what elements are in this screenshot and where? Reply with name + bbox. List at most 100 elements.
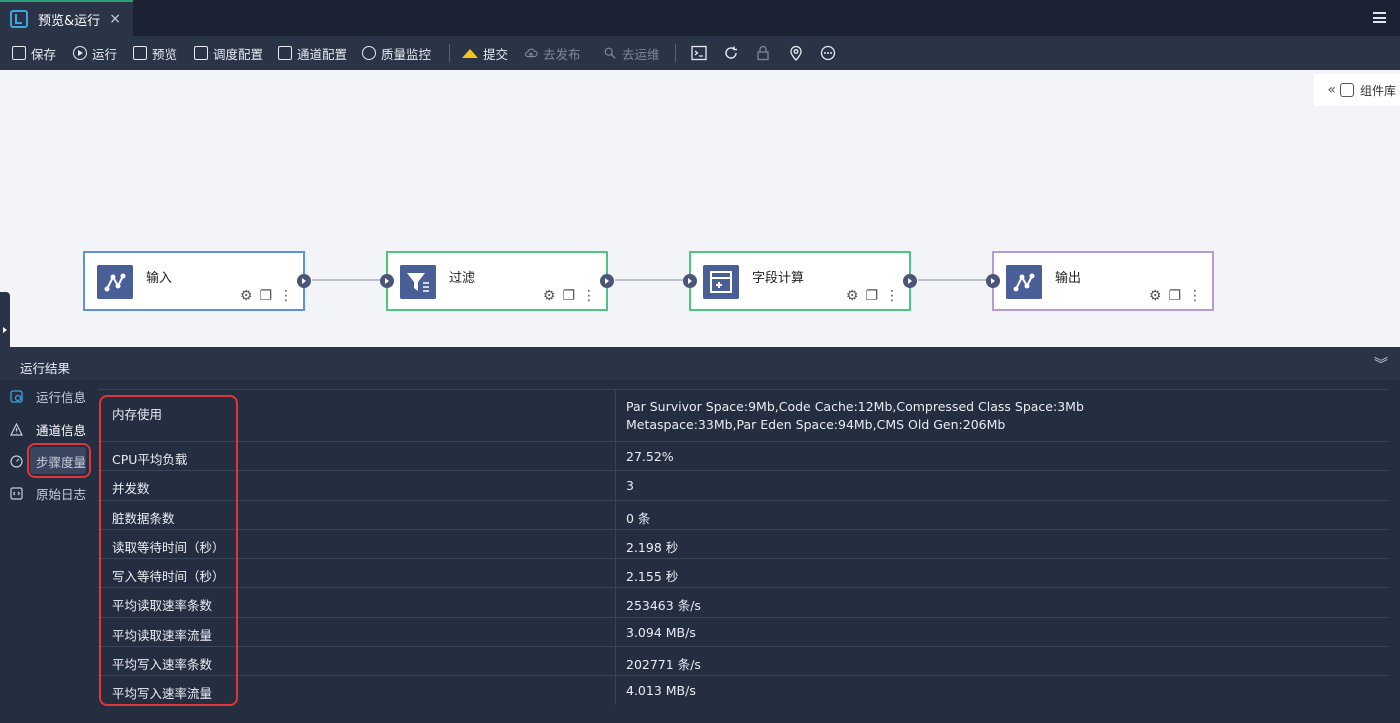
copy-icon[interactable]: ❐ <box>1168 288 1181 304</box>
run-button[interactable]: 运行 <box>73 36 117 70</box>
table-row: 平均写入速率条数 202771 条/s <box>98 646 1389 676</box>
node-tools: ⚙ ❐ ⋮ <box>1149 288 1202 304</box>
kebab-menu-icon[interactable]: ⋮ <box>279 288 293 304</box>
row-value: 27.52% <box>626 449 674 464</box>
quality-monitor-button[interactable]: 质量监控 <box>362 36 431 70</box>
nav-label: 运行信息 <box>36 389 87 405</box>
nav-label: 步骤度量 <box>36 454 87 470</box>
schedule-config-button[interactable]: 调度配置 <box>194 36 263 70</box>
refresh-icon[interactable] <box>723 45 739 61</box>
run-result-panel: 运行结果 ︾ 运行信息 通道信息 步骤度量 原始日志 内存使用 Par Surv… <box>0 347 1400 723</box>
column-divider <box>615 500 616 529</box>
node-label: 字段计算 <box>752 271 805 286</box>
edge-input-filter <box>312 279 384 281</box>
output-port[interactable] <box>297 274 311 288</box>
kebab-menu-icon[interactable]: ⋮ <box>885 288 899 304</box>
ops-button[interactable]: 去运维 <box>603 36 660 70</box>
copy-icon[interactable]: ❐ <box>259 288 272 304</box>
gear-icon[interactable]: ⚙ <box>845 288 859 304</box>
row-key: 平均写入速率条数 <box>112 657 213 673</box>
nav-channel-info[interactable]: 通道信息 <box>0 413 90 445</box>
input-port[interactable] <box>380 274 394 288</box>
copy-icon[interactable]: ❐ <box>562 288 575 304</box>
row-key: 脏数据条数 <box>112 510 175 526</box>
row-value-line: Par Survivor Space:9Mb,Code Cache:12Mb,C… <box>626 399 1084 414</box>
nav-step-metrics[interactable]: 步骤度量 <box>0 445 90 477</box>
gear-icon[interactable]: ⚙ <box>1148 288 1162 304</box>
gear-icon[interactable]: ⚙ <box>542 288 556 304</box>
row-value: 2.198 秒 <box>626 539 679 555</box>
submit-button[interactable]: 提交 <box>462 36 508 70</box>
run-info-icon <box>10 389 23 403</box>
active-nav-bg <box>30 447 86 474</box>
save-icon <box>12 46 26 60</box>
play-icon <box>73 46 87 60</box>
terminal-icon[interactable] <box>691 45 707 61</box>
input-node-icon <box>97 265 133 299</box>
table-row: 读取等待时间（秒） 2.198 秒 <box>98 528 1389 559</box>
gauge-icon <box>10 454 23 468</box>
row-value: 202771 条/s <box>626 657 701 673</box>
preview-button[interactable]: 预览 <box>133 36 177 70</box>
input-port[interactable] <box>986 274 1000 288</box>
collapse-icon[interactable]: ︾ <box>1374 357 1388 373</box>
submit-icon <box>462 48 478 58</box>
node-label: 过滤 <box>449 271 476 286</box>
highlight-box <box>99 395 238 706</box>
save-button[interactable]: 保存 <box>12 36 56 70</box>
nav-label: 原始日志 <box>36 486 87 502</box>
row-value-line: Metaspace:33Mb,Par Eden Space:94Mb,CMS O… <box>626 417 1006 432</box>
nav-raw-log[interactable]: 原始日志 <box>0 477 90 509</box>
save-label: 保存 <box>31 46 57 62</box>
node-tools: ⚙ ❐ ⋮ <box>846 288 899 304</box>
column-divider <box>615 529 616 559</box>
submit-label: 提交 <box>483 46 509 62</box>
edge-filter-calc <box>615 279 687 281</box>
output-port[interactable] <box>600 274 614 288</box>
input-port[interactable] <box>683 274 697 288</box>
kebab-menu-icon[interactable]: ⋮ <box>582 288 596 304</box>
component-library-button[interactable]: « 组件库 <box>1314 74 1400 106</box>
menu-icon[interactable] <box>1373 12 1386 23</box>
row-key: 平均读取速率条数 <box>112 598 213 614</box>
flow-canvas[interactable]: « 组件库 输入 ⚙ ❐ ⋮ 过滤 ⚙ ❐ ⋮ 字段计算 ⚙ ❐ ⋮ <box>0 70 1400 372</box>
row-value: 4.013 MB/s <box>626 683 696 699</box>
panel-title: 运行结果 <box>20 361 71 376</box>
row-key: 平均读取速率流量 <box>112 627 213 643</box>
gear-icon[interactable]: ⚙ <box>239 288 253 304</box>
publish-button[interactable]: 去发布 <box>524 36 581 70</box>
more-options-icon[interactable] <box>820 45 836 61</box>
lock-icon[interactable] <box>755 45 771 61</box>
toolbar-divider <box>675 44 676 62</box>
kebab-menu-icon[interactable]: ⋮ <box>1188 288 1202 304</box>
node-field-calc[interactable]: 字段计算 ⚙ ❐ ⋮ <box>683 251 917 311</box>
column-divider <box>615 442 616 471</box>
output-port[interactable] <box>903 274 917 288</box>
table-row: 内存使用 Par Survivor Space:9Mb,Code Cache:1… <box>98 389 1389 441</box>
side-panel-toggle[interactable] <box>0 292 10 372</box>
close-icon[interactable]: × <box>109 11 121 27</box>
node-tools: ⚙ ❐ ⋮ <box>543 288 596 304</box>
column-divider <box>615 559 616 588</box>
tab-preview-run[interactable]: 预览&运行 × <box>0 0 133 36</box>
monitor-icon <box>362 46 376 60</box>
app-logo-icon <box>10 10 28 28</box>
result-sidenav: 运行信息 通道信息 步骤度量 原始日志 <box>0 380 91 723</box>
node-input[interactable]: 输入 ⚙ ❐ ⋮ <box>83 251 311 311</box>
node-output[interactable]: 输出 ⚙ ❐ ⋮ <box>986 251 1214 311</box>
schedule-icon <box>194 46 208 60</box>
preview-label: 预览 <box>152 46 178 62</box>
chevron-double-left-icon: « <box>1327 82 1336 98</box>
channel-config-button[interactable]: 通道配置 <box>278 36 347 70</box>
row-key: 读取等待时间（秒） <box>112 539 225 555</box>
nav-run-info[interactable]: 运行信息 <box>0 380 90 412</box>
channel-info-table: 内存使用 Par Survivor Space:9Mb,Code Cache:1… <box>98 389 1389 705</box>
panel-header: 运行结果 ︾ <box>0 347 1400 380</box>
node-tools: ⚙ ❐ ⋮ <box>240 288 293 304</box>
node-filter[interactable]: 过滤 ⚙ ❐ ⋮ <box>380 251 614 311</box>
location-pin-icon[interactable] <box>788 45 804 61</box>
copy-icon[interactable]: ❐ <box>865 288 878 304</box>
